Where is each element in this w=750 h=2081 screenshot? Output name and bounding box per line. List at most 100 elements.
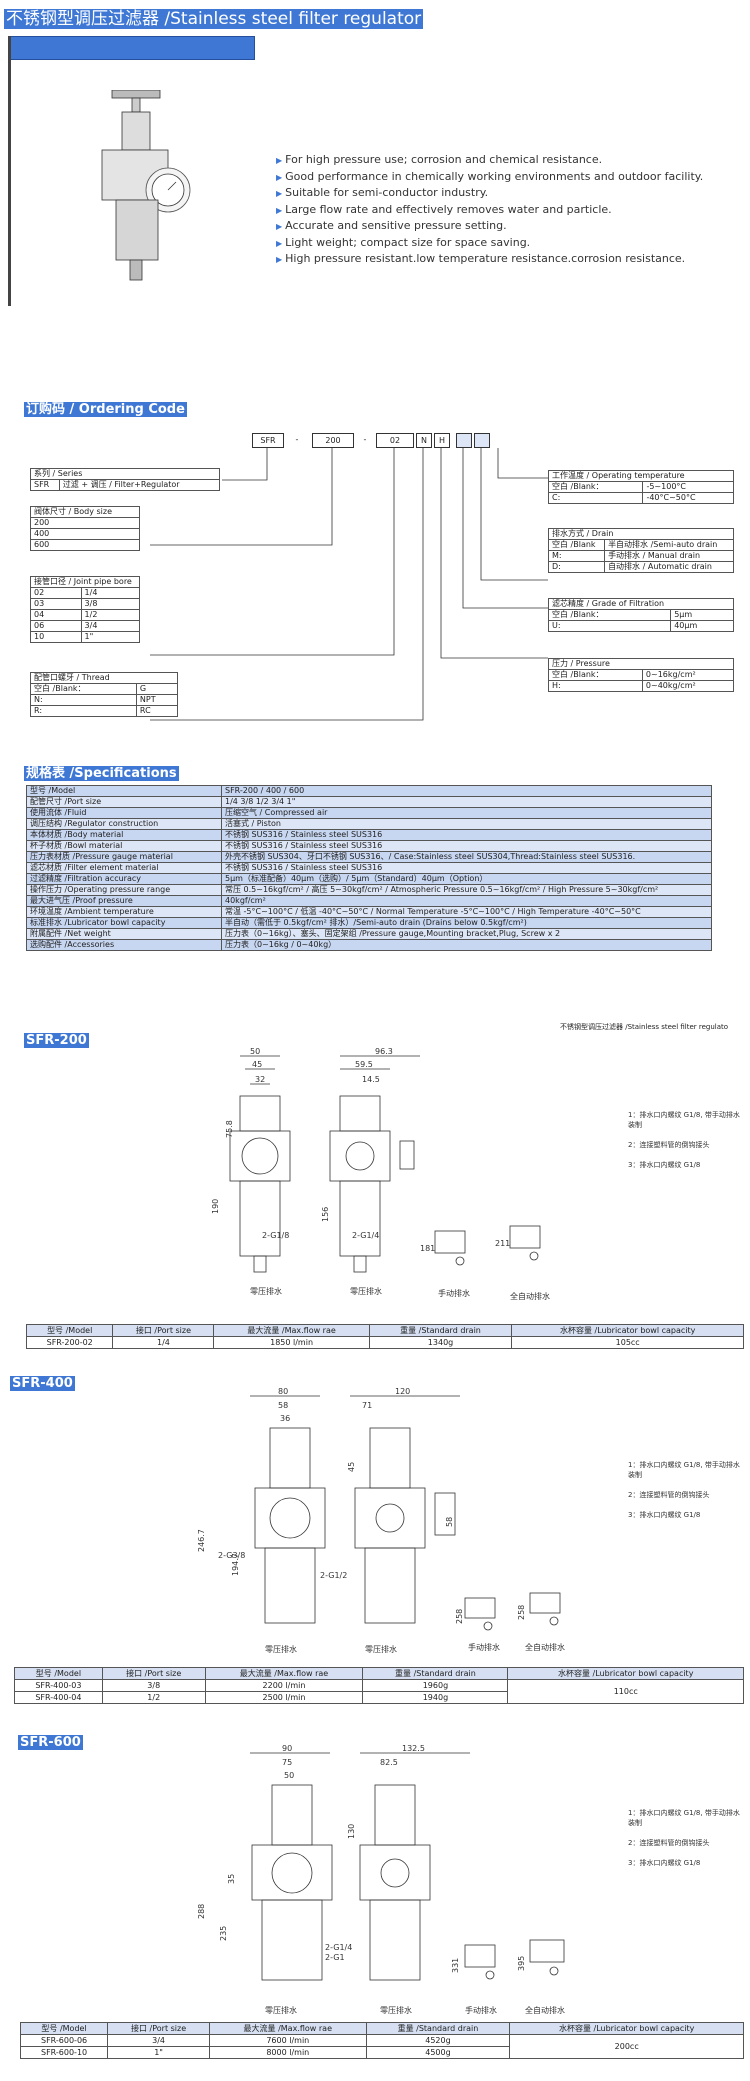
svg-text:36: 36 <box>280 1414 290 1423</box>
drawing-sfr-200: 50 45 32 190 75.8 2-G1/8 零压排水 96.3 59.5 … <box>211 1047 550 1301</box>
table-header: 接管口径 / Joint pipe bore <box>30 576 140 588</box>
svg-text:2-G1/4: 2-G1/4 <box>325 1943 352 1952</box>
feature-item: Good performance in chemically working e… <box>276 169 746 186</box>
svg-text:258: 258 <box>517 1605 526 1620</box>
svg-text:59.5: 59.5 <box>355 1060 373 1069</box>
ordering-code-title: 订购码 / Ordering Code <box>24 402 187 417</box>
svg-text:58: 58 <box>278 1401 288 1410</box>
svg-text:258: 258 <box>455 1609 464 1624</box>
svg-text:90: 90 <box>282 1745 292 1753</box>
spec-value: 不锈钢 SUS316 / Stainless steel SUS316 <box>221 862 712 874</box>
code-drain <box>456 433 472 448</box>
table-header: 阀体尺寸 / Body size <box>30 506 140 518</box>
svg-text:全自动排水: 全自动排水 <box>525 1642 565 1652</box>
spec-key: 最大进气压 /Proof pressure <box>26 895 222 907</box>
model-title-600: SFR-600 <box>18 1735 83 1750</box>
spec-value: 1/4 3/8 1/2 3/4 1" <box>221 796 712 808</box>
svg-text:32: 32 <box>255 1075 265 1084</box>
divider <box>8 36 11 306</box>
svg-text:零压排水: 零压排水 <box>250 1286 282 1296</box>
svg-text:50: 50 <box>284 1771 294 1780</box>
svg-text:75.8: 75.8 <box>225 1120 234 1138</box>
svg-text:2-G1: 2-G1 <box>325 1953 345 1962</box>
svg-text:331: 331 <box>451 1958 460 1973</box>
filtration-table: 滤芯精度 / Grade of Filtration 空白 /Blank：5μm… <box>547 598 734 632</box>
thread-table: 配管口螺牙 / Thread 空白 /Blank：G N:NPT R:RC <box>30 672 179 717</box>
svg-text:零压排水: 零压排水 <box>265 1644 297 1654</box>
table-header: 系列 / Series <box>30 468 220 480</box>
spec-key: 滤芯材质 /Filter element material <box>26 862 222 874</box>
svg-text:45: 45 <box>347 1462 356 1472</box>
svg-text:395: 395 <box>517 1956 526 1971</box>
svg-text:71: 71 <box>362 1401 372 1410</box>
code-sep: - <box>295 435 299 444</box>
svg-text:235: 235 <box>219 1926 228 1941</box>
spec-key: 配管尺寸 /Port size <box>26 796 222 808</box>
spec-key: 调压结构 /Regulator construction <box>26 818 222 830</box>
pressure-table: 压力 / Pressure 空白 /Blank：0~16kg/cm² H:0~4… <box>548 658 735 692</box>
code-sep: - <box>363 435 367 444</box>
svg-text:零压排水: 零压排水 <box>365 1644 397 1654</box>
svg-text:50: 50 <box>250 1047 260 1056</box>
ordering-connectors <box>150 448 548 721</box>
svg-text:211: 211 <box>495 1239 510 1248</box>
code-thread: N <box>416 433 432 448</box>
feature-list: For high pressure use; corrosion and che… <box>276 152 746 268</box>
feature-item: Large flow rate and effectively removes … <box>276 202 746 219</box>
svg-text:82.5: 82.5 <box>380 1758 398 1767</box>
svg-text:零压排水: 零压排水 <box>265 2005 297 2015</box>
svg-text:181: 181 <box>420 1244 435 1253</box>
spec-value: 压力表（0~16kg）、塞头、固定架组 /Pressure gauge,Moun… <box>221 928 712 940</box>
svg-text:零压排水: 零压排水 <box>380 2005 412 2015</box>
code-bore: 02 <box>376 433 414 448</box>
svg-text:96.3: 96.3 <box>375 1047 393 1056</box>
svg-text:120: 120 <box>395 1388 410 1396</box>
spec-caption: 不锈钢型调压过滤器 /Stainless steel filter regula… <box>560 1023 729 1031</box>
spec-value: 压缩空气 / Compressed air <box>221 807 712 819</box>
svg-text:2-G1/4: 2-G1/4 <box>352 1231 379 1240</box>
spec-value: 常温 -5°C~100°C / 低温 -40°C~50°C / Normal T… <box>221 906 712 918</box>
svg-text:手动排水: 手动排水 <box>468 1642 500 1652</box>
spec-key: 环境温度 /Ambient temperature <box>26 906 222 918</box>
spec-key: 标准排水 /Lubricator bowl capacity <box>26 917 222 929</box>
feature-item: Accurate and sensitive pressure setting. <box>276 218 746 235</box>
svg-text:80: 80 <box>278 1388 288 1396</box>
spec-value: 半自动（需低于 0.5kgf/cm² 排水）/Semi-auto drain (… <box>221 917 712 929</box>
spec-value: 5μm（标准配备）40μm（选购）/ 5μm（Standard）40μm（Opt… <box>221 873 712 885</box>
svg-text:75: 75 <box>282 1758 292 1767</box>
page-title: 不锈钢型调压过滤器 /Stainless steel filter regula… <box>4 9 424 29</box>
svg-text:2-G1/8: 2-G1/8 <box>262 1231 289 1240</box>
spec-key: 型号 /Model <box>26 785 222 797</box>
feature-item: High pressure resistant.low temperature … <box>276 251 746 268</box>
spec-key: 压力表材质 /Pressure gauge material <box>26 851 222 863</box>
spec-key: 附属配件 /Net weight <box>26 928 222 940</box>
product-header-bar <box>8 36 255 60</box>
temp-table: 工作温度 / Operating temperature 空白 /Blank：-… <box>547 470 734 504</box>
model-title-400: SFR-400 <box>10 1376 75 1391</box>
spec-value: 不锈钢 SUS316 / Stainless steel SUS316 <box>221 829 712 841</box>
svg-text:132.5: 132.5 <box>402 1745 425 1753</box>
table-header: 工作温度 / Operating temperature <box>548 470 734 482</box>
svg-text:全自动排水: 全自动排水 <box>510 1291 550 1301</box>
